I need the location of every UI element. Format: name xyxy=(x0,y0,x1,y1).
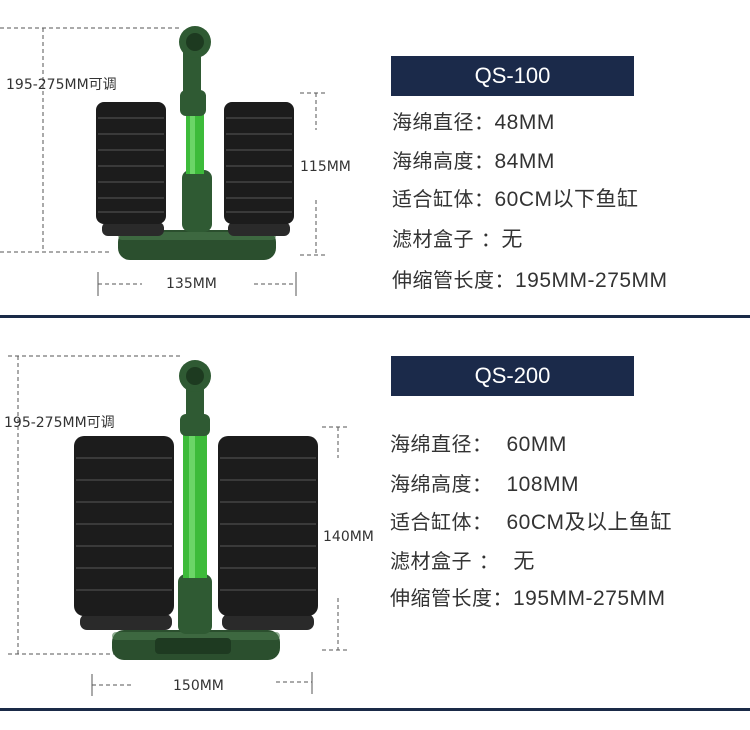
spec-value: 195MM-275MM xyxy=(513,587,666,610)
spec-sponge-height: 海绵高度： 108MM xyxy=(390,468,579,497)
filter-illustration-qs-200 xyxy=(8,355,350,696)
spec-label: 滤材盒子 ： xyxy=(392,227,502,251)
spec-sponge-diameter: 海绵直径： 60MM xyxy=(390,428,567,457)
spec-value: 48MM xyxy=(494,111,555,134)
spec-value: 无 xyxy=(513,550,535,573)
spec-sponge-height: 海绵高度：84MM xyxy=(392,145,555,174)
riser-tube xyxy=(178,360,212,634)
product-panel-qs-200: 195-275MM可调 140MM 150MM QS-200 海绵直径： 60MM… xyxy=(0,318,750,730)
spec-label: 伸缩管长度： xyxy=(392,268,515,292)
spec-label: 海绵直径： xyxy=(392,110,495,134)
spec-label: 海绵高度： xyxy=(392,149,495,173)
spec-value: 60CM以下鱼缸 xyxy=(494,188,639,211)
spec-sponge-diameter: 海绵直径：48MM xyxy=(392,106,555,135)
width-label: 150MM xyxy=(173,678,224,694)
spec-media-box: 滤材盒子 ： 无 xyxy=(390,545,535,575)
height-range-label: 195-275MM可调 xyxy=(4,415,115,431)
section-divider xyxy=(0,315,750,318)
spec-value: 195MM-275MM xyxy=(515,269,668,292)
width-label: 135MM xyxy=(166,276,217,292)
spec-label: 滤材盒子 ： xyxy=(390,549,500,573)
spec-value: 60MM xyxy=(506,433,567,456)
spec-tube-length: 伸缩管长度：195MM-275MM xyxy=(392,264,668,293)
spec-value: 无 xyxy=(501,228,523,251)
section-divider-bottom xyxy=(0,708,750,711)
spec-media-box: 滤材盒子 ：无 xyxy=(392,223,523,253)
spec-tank-size: 适合缸体：60CM以下鱼缸 xyxy=(392,183,639,213)
sponge-height-label: 115MM xyxy=(300,159,351,175)
spec-value: 108MM xyxy=(506,473,580,496)
sponge-height-label: 140MM xyxy=(323,529,374,545)
model-badge: QS-200 xyxy=(391,356,634,396)
spec-label: 适合缸体： xyxy=(392,187,495,211)
left-sponge xyxy=(96,102,166,236)
left-sponge xyxy=(74,436,174,630)
spec-label: 适合缸体： xyxy=(390,510,493,534)
product-panel-qs-100: 195-275MM可调 115MM 135MM QS-100 海绵直径：48MM… xyxy=(0,0,750,318)
height-range-label: 195-275MM可调 xyxy=(6,77,117,93)
filter-illustration-qs-100 xyxy=(0,26,328,296)
spec-value: 60CM及以上鱼缸 xyxy=(506,511,673,534)
spec-label: 海绵高度： xyxy=(390,472,493,496)
right-sponge xyxy=(218,436,318,630)
spec-tank-size: 适合缸体： 60CM及以上鱼缸 xyxy=(390,506,672,536)
spec-value: 84MM xyxy=(494,150,555,173)
spec-tube-length: 伸缩管长度：195MM-275MM xyxy=(390,582,666,611)
riser-tube xyxy=(179,26,212,232)
spec-label: 伸缩管长度： xyxy=(390,586,513,610)
right-sponge xyxy=(224,102,294,236)
model-badge: QS-100 xyxy=(391,56,634,96)
spec-label: 海绵直径： xyxy=(390,432,493,456)
